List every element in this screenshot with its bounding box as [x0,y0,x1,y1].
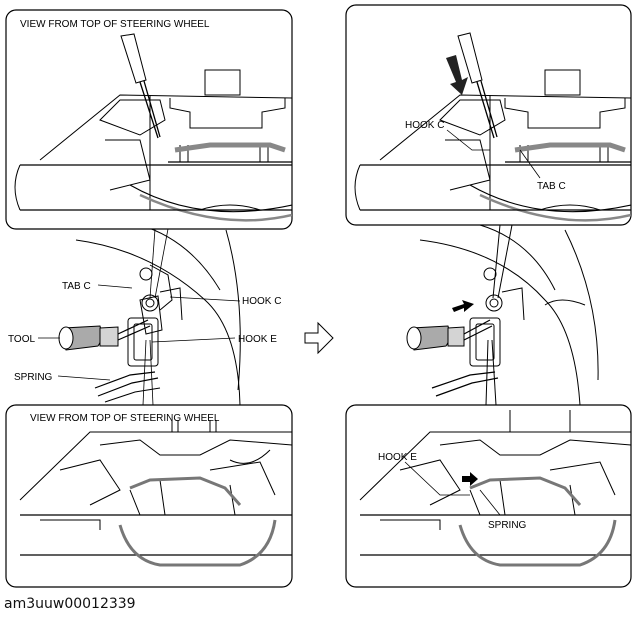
right-arrow-icon [462,472,478,486]
right-center-assembly [419,224,599,406]
caption-top-left: VIEW FROM TOP OF STEERING WHEEL [20,19,210,30]
panel-bottom-left: VIEW FROM TOP OF STEERING WHEEL [5,404,293,588]
label-hook-c-left: HOOK C [242,296,281,307]
label-tab-c-right: TAB C [537,181,566,192]
bottom-right-leaders [404,461,501,516]
panel-bottom-right: HOOK E SPRING [345,404,632,588]
next-step-arrow-icon [304,321,334,355]
tool-right [406,319,493,351]
label-tool: TOOL [8,334,35,345]
label-hook-c-right: HOOK C [405,120,444,131]
left-center-assembly [75,224,241,406]
label-hook-e-left: HOOK E [238,334,277,345]
label-spring-right: SPRING [488,520,527,531]
tool [58,319,151,351]
figure-code: am3uuw00012339 [4,596,136,612]
label-tab-c-left: TAB C [62,281,91,292]
screwdriver [120,33,161,139]
screwdriver-right [457,32,498,139]
label-hook-e-right: HOOK E [378,452,417,463]
panel-top-left: VIEW FROM TOP OF STEERING WHEEL [5,9,293,230]
left-leaders [38,228,241,406]
panel-top-right: HOOK C TAB C [345,4,632,226]
label-spring-left: SPRING [14,372,53,383]
push-arrow-icon [452,300,474,312]
caption-bottom-left: VIEW FROM TOP OF STEERING WHEEL [30,413,220,424]
down-arrow-icon [446,55,468,95]
top-right-leaders [446,129,541,179]
